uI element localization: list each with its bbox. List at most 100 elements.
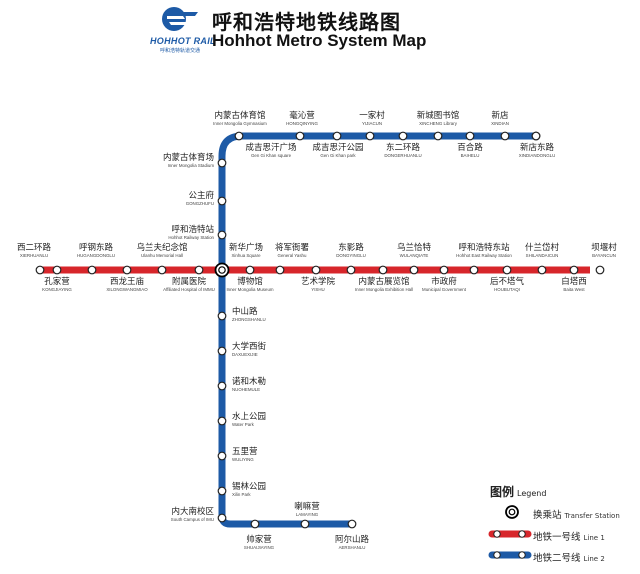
line1-station-en-label-6: Xinhua Square [231, 253, 261, 258]
line2-station-7[interactable] [332, 131, 342, 141]
line1-station-11[interactable] [378, 265, 388, 275]
line2-station-en-label-17: Water Park [232, 422, 255, 427]
line2-station-12[interactable] [217, 230, 227, 240]
line2-station-label-3: 百合路 [457, 142, 483, 153]
line1-station-en-label-9: YISHU [311, 287, 324, 292]
line2-station-19[interactable] [217, 486, 227, 496]
header: HOHHOT RAIL 呼和浩特轨道交通 呼和浩特地铁线路图 Hohhot Me… [0, 0, 640, 60]
line2-station-en-label-11: GONGZHUFU [186, 201, 214, 206]
line2-station-en-label-0: XINDIAN [491, 121, 509, 126]
line2-station-label-11: 公主府 [188, 190, 214, 201]
line1-station-label-9: 艺术学院 [301, 276, 336, 287]
line2-station-en-label-9: Inner Mongolia Gymnasium [213, 121, 267, 126]
line2-station-label-0: 新店 [491, 110, 509, 121]
line2-station-en-label-10: Inner Mongolia Stadium [168, 163, 215, 168]
line2-station-label-17: 水上公园 [232, 411, 266, 422]
line2-station-9[interactable] [234, 131, 244, 141]
line2-station-en-label-2: XINCHENG Library [419, 121, 458, 126]
line1-station-en-label-7: Inner Mongolia Museum [226, 287, 273, 292]
line2-station-18[interactable] [217, 451, 227, 461]
line1-station-15[interactable] [502, 265, 512, 275]
line1-station-1[interactable] [52, 265, 62, 275]
line2-station-2[interactable] [500, 131, 510, 141]
line1-station-label-10: 东影路 [338, 242, 364, 253]
line2-station-3[interactable] [465, 131, 475, 141]
line1-station-en-label-10: DONGYINGLU [336, 253, 366, 258]
line1-station-10[interactable] [346, 265, 356, 275]
line2-station-label-5: 东二环路 [386, 142, 421, 153]
line1-station-label-0: 西二环路 [17, 242, 52, 253]
hohhot-rail-logo-icon [162, 7, 198, 31]
line1-station-17[interactable] [569, 265, 579, 275]
line2-station-label-19: 锡林公园 [232, 481, 266, 492]
line2-station-en-label-3: BAIHELU [461, 153, 480, 158]
line2-station-4[interactable] [433, 131, 443, 141]
legend-line2-cn: 地铁二号线 [533, 553, 581, 564]
line2-station-15[interactable] [217, 346, 227, 356]
line1-station-9[interactable] [311, 265, 321, 275]
line1-station-en-label-14: Hohhot East Railway Station [456, 253, 512, 258]
legend-transfer-en: Transfer Station [564, 512, 620, 520]
legend-title-cn: 图例 [490, 485, 515, 499]
line1-station-5[interactable] [194, 265, 204, 275]
line2-station-en-label-21: SHUAIJIAYING [244, 545, 275, 550]
line1-station-14[interactable] [469, 265, 479, 275]
line1-station-label-8: 将军衙署 [275, 242, 310, 253]
line2-station-6[interactable] [365, 131, 375, 141]
line2-station-8[interactable] [295, 131, 305, 141]
line1-station-label-17: 白塔西 [561, 276, 587, 287]
line1-station-label-2: 呼钢东路 [79, 242, 114, 253]
line2-station-14[interactable] [217, 311, 227, 321]
line2-station-17[interactable] [217, 416, 227, 426]
line2-station-10[interactable] [217, 158, 227, 168]
line2-station-1[interactable] [531, 131, 541, 141]
line2-station-label-8: 成吉思汗广场 [245, 142, 296, 153]
line2-station-label-2: 新城图书馆 [417, 110, 460, 121]
line1-station-0[interactable] [35, 265, 45, 275]
line2-station-22[interactable] [300, 519, 310, 529]
line1-station-13[interactable] [439, 265, 449, 275]
line1-station-label-5: 附属医院 [172, 276, 207, 287]
line1-station-8[interactable] [275, 265, 285, 275]
line2-station-en-label-12: Hohhot Railway Station [168, 235, 214, 240]
line1-station-en-label-3: XILONGWANGMIAO [106, 287, 148, 292]
line1-station-label-12: 乌兰恰特 [397, 242, 432, 253]
line1-station-2[interactable] [87, 265, 97, 275]
line2-station-label-16: 诺和木勒 [232, 376, 266, 387]
line2-station-label-20: 内大南校区 [171, 506, 214, 517]
line2-station-11[interactable] [217, 196, 227, 206]
line2-station-en-label-23: AERSHANLU [339, 545, 366, 550]
line2-station-label-4: 一家村 [359, 110, 385, 121]
line2-station-en-label-4: YIJIACUN [362, 121, 382, 126]
legend-title-en: Legend [517, 489, 547, 498]
line2-station-5[interactable] [398, 131, 408, 141]
line1-station-label-16: 什兰岱村 [525, 242, 560, 253]
legend-line1-en: Line 1 [583, 534, 605, 542]
legend-line2-en: Line 2 [583, 555, 605, 563]
logo-text: HOHHOT RAIL [150, 36, 216, 46]
line1-station-4[interactable] [157, 265, 167, 275]
line1-station-7[interactable] [245, 265, 255, 275]
line1-station-en-label-1: KONGJIAYING [42, 287, 72, 292]
line2-station-16[interactable] [217, 381, 227, 391]
line2-station-23[interactable] [347, 519, 357, 529]
line1-station-16[interactable] [537, 265, 547, 275]
line1-station-en-label-8: General Yashu [278, 253, 307, 258]
line1-station-en-label-16: SHILANDAICUN [526, 253, 559, 258]
line2-station-en-label-16: NUOHEMULE [232, 387, 260, 392]
transfer-station-xinhua-square[interactable] [218, 266, 226, 274]
line1-station-en-label-11: Inner Mongolia Exhibition Hall [355, 287, 413, 292]
map-title-cn: 呼和浩特地铁线路图 [212, 10, 401, 34]
line2-station-label-7: 成吉思汗公园 [312, 142, 363, 153]
line2-station-en-label-18: WULIYING [232, 457, 254, 462]
line1-station-label-11: 内蒙古展览馆 [358, 276, 409, 287]
line2-station-21[interactable] [250, 519, 260, 529]
line1-station-12[interactable] [409, 265, 419, 275]
line1-station-3[interactable] [122, 265, 132, 275]
line1-station-18[interactable] [595, 265, 605, 275]
line2-station-en-label-7: Gen Gi Khan park [320, 153, 356, 158]
line2-station-20[interactable] [217, 513, 227, 523]
